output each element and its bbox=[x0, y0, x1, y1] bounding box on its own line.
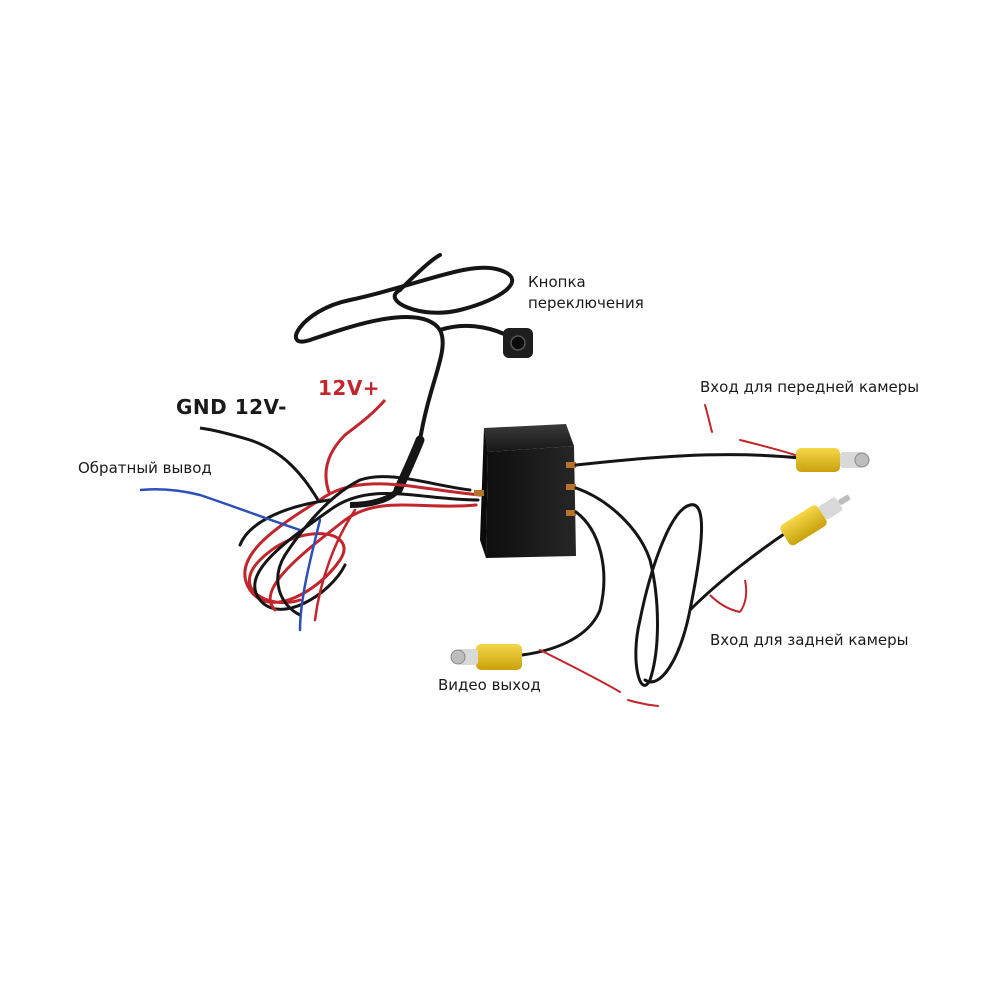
video-output-label: Видео выход bbox=[438, 676, 541, 694]
rear-camera-cable bbox=[574, 486, 792, 687]
switch-box bbox=[474, 424, 576, 558]
switch-button-label: Кнопка переключения bbox=[528, 273, 644, 312]
power-plus-wire bbox=[324, 399, 387, 496]
front-camera-cable bbox=[574, 404, 802, 467]
video-output-cable bbox=[520, 510, 659, 707]
switch-button-cable bbox=[293, 253, 517, 495]
switch-button bbox=[503, 328, 533, 358]
reverse-output-label: Обратный вывод bbox=[78, 459, 212, 477]
power-plus-label: 12V+ bbox=[318, 376, 381, 400]
front-camera-rca bbox=[796, 448, 870, 472]
video-output-rca bbox=[450, 644, 522, 670]
rear-camera-label: Вход для задней камеры bbox=[710, 631, 909, 649]
gnd-wire bbox=[199, 426, 320, 501]
switch-cable-join bbox=[349, 487, 401, 508]
rear-camera-red-wire bbox=[709, 579, 748, 613]
rear-camera-rca bbox=[780, 494, 851, 546]
front-camera-label: Вход для передней камеры bbox=[700, 378, 920, 396]
reverse-wire bbox=[139, 487, 301, 532]
gnd-label: GND 12V- bbox=[176, 395, 287, 419]
power-harness bbox=[238, 475, 482, 632]
